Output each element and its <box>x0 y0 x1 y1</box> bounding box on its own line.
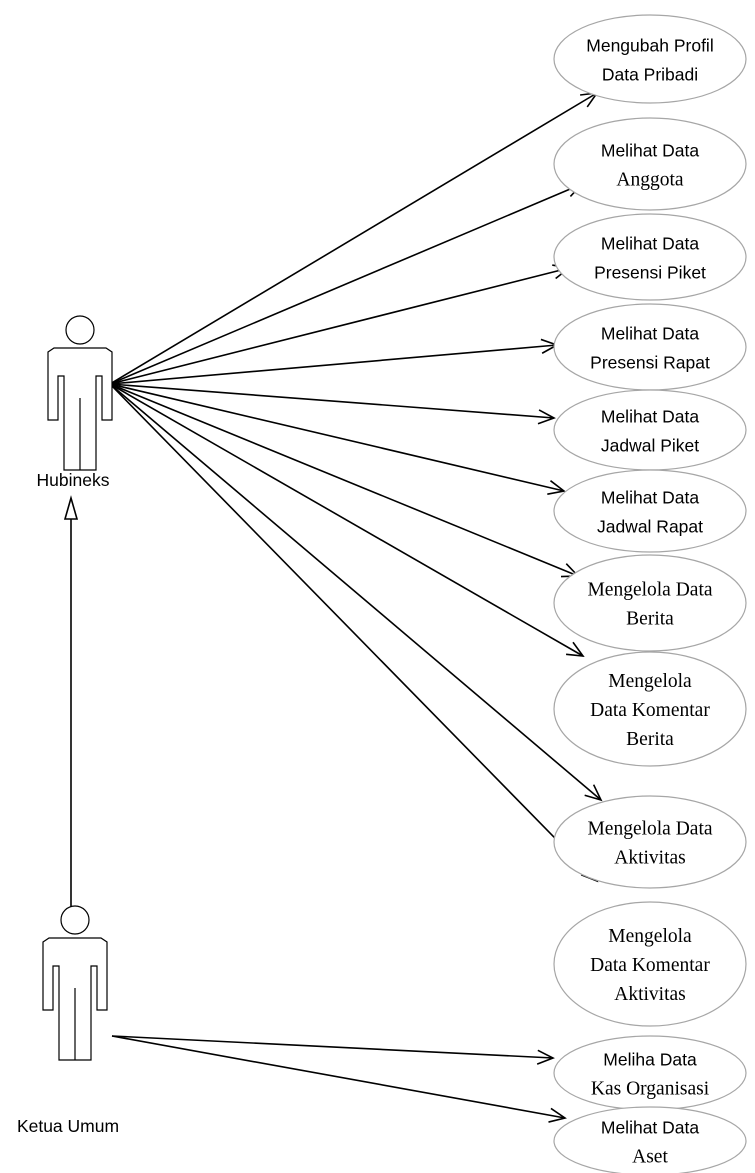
association-line <box>109 92 598 385</box>
actor-head-icon <box>60 905 90 935</box>
use-case-ellipse <box>553 554 747 652</box>
use-case-label-line: Data Pribadi <box>602 65 698 85</box>
association-line <box>109 267 570 385</box>
association-line <box>111 1035 554 1059</box>
arrowhead <box>548 1107 567 1123</box>
association-melihat-data-presensi-piket <box>109 264 571 385</box>
arrowhead <box>547 480 566 495</box>
generalization-triangle <box>63 495 79 520</box>
use-case-label-line: Jadwal Rapat <box>597 517 703 537</box>
associations-layer <box>109 91 603 1123</box>
use-case-label-line: Aktivitas <box>614 984 686 1005</box>
use-case-label-line: Data Komentar <box>590 955 710 976</box>
use-case-label-line: Mengelola Data <box>587 580 712 601</box>
generalization-arrow <box>63 495 79 908</box>
use-case-ellipse <box>553 389 747 471</box>
association-melihat-data-presensi-rapat <box>109 338 559 385</box>
use-case-label-line: Melihat Data <box>601 1118 700 1138</box>
generalization-layer <box>63 495 79 908</box>
use-case-label-line: Presensi Piket <box>594 263 706 283</box>
actor-head-icon <box>65 315 95 345</box>
association-mengubah-profil-data-pribadi <box>109 91 599 385</box>
use-case-label-line: Melihat Data <box>601 488 700 508</box>
use-case-label-line: Berita <box>626 729 674 750</box>
association-mengelola-data-komentar-berita <box>109 383 585 657</box>
use-case-label-line: Mengelola <box>608 671 692 692</box>
association-line <box>109 383 584 657</box>
use-case-label-line: Mengelola <box>608 926 692 947</box>
use-case-label-line: Aset <box>632 1147 668 1168</box>
use-case-label-line: Melihat Data <box>601 234 700 254</box>
association-mengelola-data-aktivitas <box>109 383 603 802</box>
association-line <box>109 383 555 419</box>
association-melihat-data-anggota <box>109 182 584 385</box>
use-case-ellipse <box>553 1106 747 1173</box>
use-case-label-line: Mengubah Profil <box>586 36 713 56</box>
use-case-label-line: Aktivitas <box>614 848 686 869</box>
use-case-ellipse <box>553 795 747 889</box>
use-case-ellipse <box>553 651 747 767</box>
association-melihat-data-aset <box>111 1035 567 1123</box>
association-line <box>109 383 602 801</box>
association-melihat-data-jadwal-piket <box>109 383 556 425</box>
arrowhead <box>536 1049 555 1065</box>
association-mengelola-data-komentar-aktivitas <box>109 383 599 883</box>
association-melihat-data-jadwal-rapat <box>109 383 566 495</box>
use-case-ellipse <box>553 14 747 104</box>
use-case-label-line: Melihat Data <box>601 324 700 344</box>
association-line <box>109 383 579 577</box>
use-case-label-line: Jadwal Piket <box>601 436 699 456</box>
association-line <box>109 383 565 492</box>
actor-ketua-umum: Ketua Umum <box>17 905 119 1136</box>
association-line <box>109 344 558 385</box>
use-case-label-line: Berita <box>626 609 674 630</box>
use-case-ellipse <box>553 117 747 211</box>
use-case-label-line: Anggota <box>616 170 684 191</box>
arrowhead <box>566 641 585 657</box>
use-case-label-line: Mengelola Data <box>587 819 712 840</box>
actor-label: Hubineks <box>37 470 110 490</box>
association-line <box>111 1035 566 1119</box>
arrowhead <box>584 784 603 802</box>
use-case-ellipse <box>553 901 747 1027</box>
use-case-ellipse <box>553 303 747 391</box>
use-case-label-line: Presensi Rapat <box>590 353 710 373</box>
use-case-label-line: Kas Organisasi <box>591 1079 710 1100</box>
use-case-label-line: Melihat Data <box>601 141 700 161</box>
use-case-label-line: Data Komentar <box>590 700 710 721</box>
use-case-label-line: Melihat Data <box>601 407 700 427</box>
use-case-ellipse <box>553 469 747 553</box>
association-line <box>109 183 583 385</box>
actor-hubineks: Hubineks <box>37 315 113 490</box>
actor-label: Ketua Umum <box>17 1116 119 1136</box>
use-case-ellipse <box>553 213 747 301</box>
association-mengelola-data-berita <box>109 383 580 578</box>
association-meliha-data-kas-organisasi <box>111 1035 555 1065</box>
arrowhead <box>537 409 556 425</box>
association-line <box>109 383 598 882</box>
use-case-label-line: Meliha Data <box>603 1050 697 1070</box>
